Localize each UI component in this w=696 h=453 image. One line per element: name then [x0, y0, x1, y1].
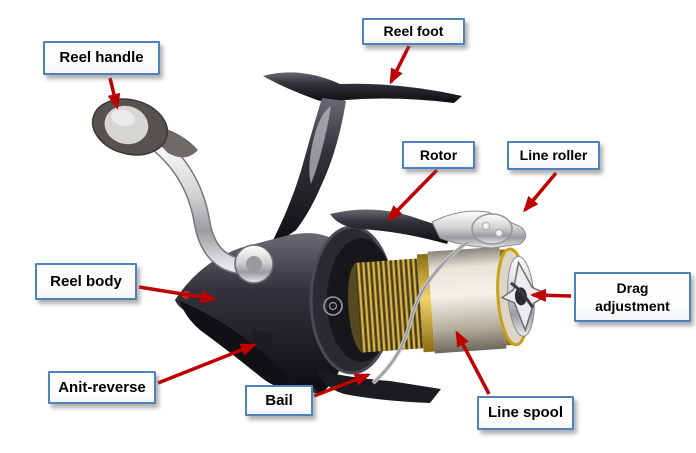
label-line-spool: Line spool	[477, 396, 574, 430]
arrow-anit-reverse	[157, 343, 257, 385]
label-rotor: Rotor	[402, 141, 475, 169]
arrow-rotor	[386, 168, 439, 222]
label-reel-handle: Reel handle	[43, 41, 160, 75]
reel-handle-shape	[91, 98, 274, 284]
arrow-reel-handle	[107, 77, 121, 110]
reel-foot-shape	[263, 72, 462, 250]
callout-arrows	[107, 45, 572, 398]
line-roller-shape	[431, 210, 527, 249]
arrow-reel-foot	[389, 45, 411, 85]
label-line-roller: Line roller	[507, 141, 600, 170]
arrow-reel-body	[138, 285, 217, 304]
handle-knob	[91, 98, 169, 156]
arrow-line-roller	[523, 171, 558, 213]
label-drag-adjustment: Drag adjustment	[574, 272, 691, 322]
arrow-line-spool	[455, 330, 491, 395]
rotor-bottom-arm	[316, 370, 441, 403]
label-bail: Bail	[245, 385, 313, 416]
rotor-top-arm	[330, 209, 452, 244]
arrow-drag-adjustment	[530, 288, 572, 302]
arrow-bail	[313, 373, 371, 398]
label-anit-reverse: Anit-reverse	[48, 371, 156, 404]
bail-wire-edge	[372, 241, 469, 384]
label-reel-foot: Reel foot	[362, 18, 465, 45]
anti-reverse-lever	[252, 329, 274, 350]
label-reel-body: Reel body	[35, 263, 137, 300]
